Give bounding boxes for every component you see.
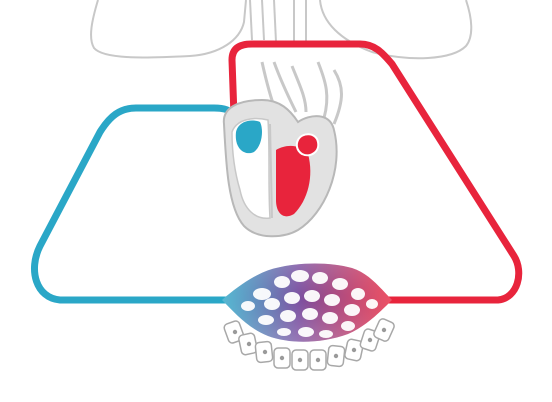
deoxygenated-loop <box>34 108 232 300</box>
heart-icon <box>224 100 337 236</box>
lungs-icon <box>91 0 471 58</box>
